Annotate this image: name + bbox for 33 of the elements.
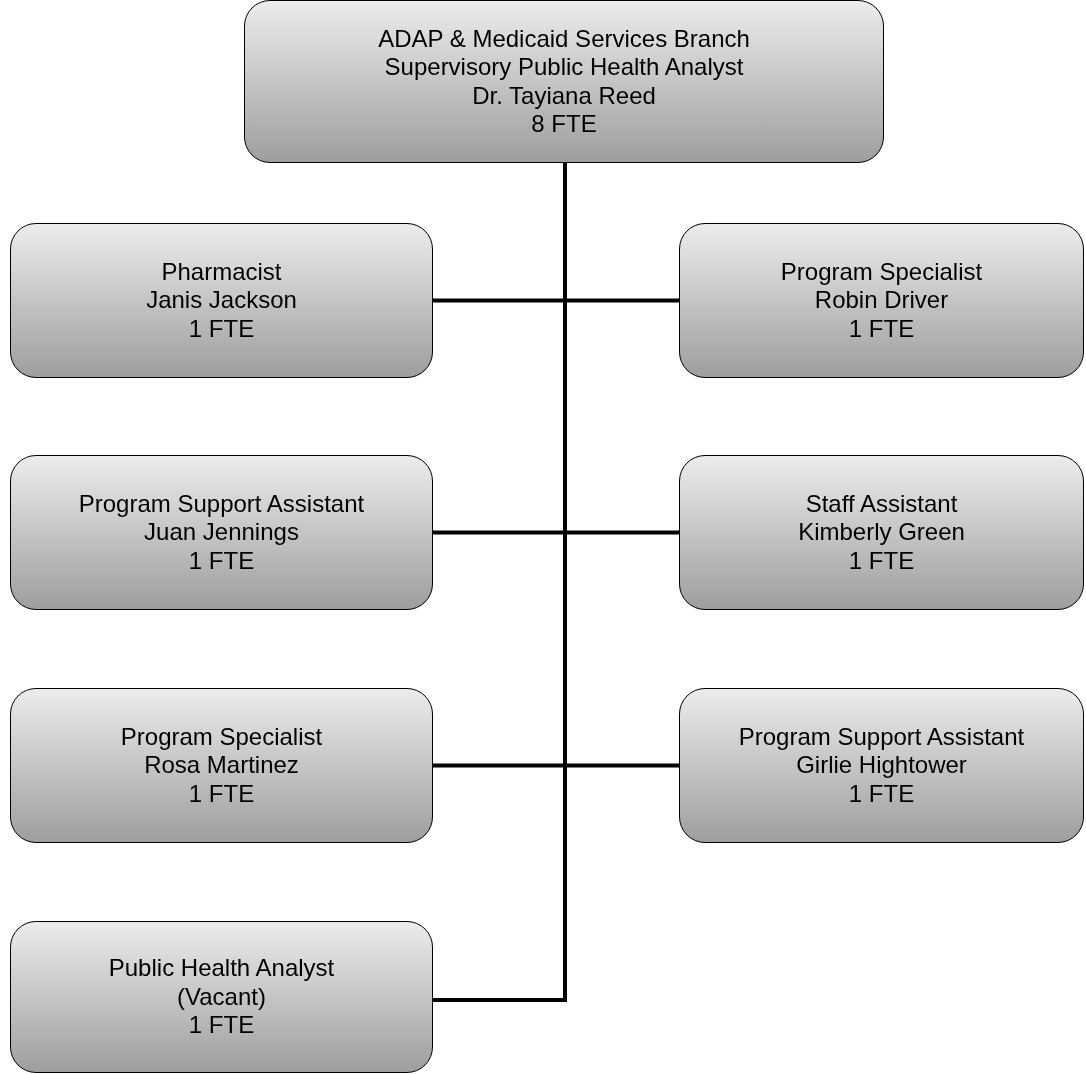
position-text: (Vacant) [177,982,266,1012]
position-text: Program Support Assistant [78,489,365,519]
position-text: Dr. Tayiana Reed [472,81,656,110]
position-box [679,223,1084,378]
position-text: 1 FTE [188,314,255,344]
position-box [679,688,1084,843]
position-text: Supervisory Public Health Analyst [384,53,744,82]
position-box [10,223,433,378]
position-text: Juan Jennings [144,518,299,547]
position-text: Pharmacist [161,257,282,287]
position-text: Robin Driver [814,286,949,315]
position-text: Girlie Hightower [796,751,967,780]
position-text: 1 FTE [188,546,255,576]
position-text: 8 FTE [531,110,597,139]
position-text: Program Specialist [780,257,983,287]
position-box [10,921,433,1073]
position-text: Program Specialist [120,722,323,752]
position-text: Public Health Analyst [108,954,335,983]
position-text: 1 FTE [188,779,255,809]
position-box [679,455,1084,610]
position-box [10,455,433,610]
position-box [10,688,433,843]
position-text: 1 FTE [848,546,915,576]
position-text: 1 FTE [848,314,915,344]
position-text: Program Support Assistant [738,722,1025,752]
position-text: 1 FTE [848,779,915,809]
position-text: 1 FTE [188,1011,255,1040]
position-text: Rosa Martinez [144,751,299,780]
position-text: Kimberly Green [798,518,965,547]
position-text: Janis Jackson [146,286,297,315]
position-text: Staff Assistant [805,489,958,519]
position-text: ADAP & Medicaid Services Branch [378,24,750,53]
position-box [244,0,884,163]
